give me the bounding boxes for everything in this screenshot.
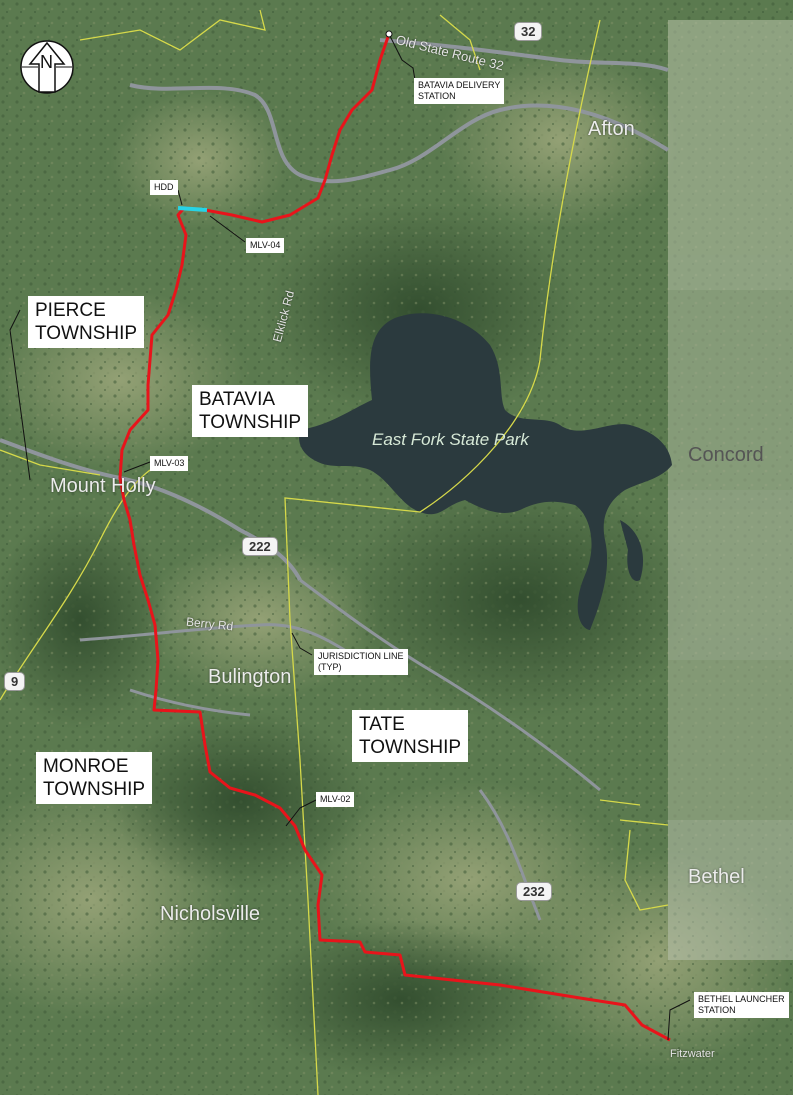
place-concord: Concord xyxy=(688,444,764,466)
place-bethel: Bethel xyxy=(688,866,745,888)
lake xyxy=(299,313,672,630)
township-pierce: PIERCE TOWNSHIP xyxy=(28,296,145,348)
township-tate-line1: TATE xyxy=(359,714,405,735)
lake-label: East Fork State Park xyxy=(372,430,529,449)
callout-jurisdiction-line1: JURISDICTION LINE xyxy=(318,651,404,661)
place-afton: Afton xyxy=(588,118,635,140)
north-arrow-icon xyxy=(20,40,74,94)
hdd-segment xyxy=(177,206,208,212)
township-batavia: BATAVIA TOWNSHIP xyxy=(192,385,309,437)
callout-jurisdiction-line2: (TYP) xyxy=(318,662,342,672)
callout-batavia-delivery-station: BATAVIA DELIVERY STATION xyxy=(414,78,505,104)
place-mount-holly: Mount Holly xyxy=(50,475,156,497)
callout-batavia-delivery-line2: STATION xyxy=(418,91,456,101)
shield-route-222: 222 xyxy=(242,537,278,556)
township-tate: TATE TOWNSHIP xyxy=(352,710,469,762)
place-nicholsville: Nicholsville xyxy=(160,903,261,925)
township-batavia-line1: BATAVIA xyxy=(199,389,276,410)
shield-route-9: 9 xyxy=(4,672,26,691)
north-arrow-letter: N xyxy=(40,52,53,72)
batavia-delivery-node xyxy=(385,30,393,38)
township-monroe-line1: MONROE xyxy=(43,756,129,777)
shield-route-232: 232 xyxy=(516,882,552,901)
leader-lines xyxy=(9,35,691,1041)
callout-jurisdiction-line: JURISDICTION LINE (TYP) xyxy=(314,649,408,675)
callout-mlv-03: MLV-03 xyxy=(150,456,189,471)
jurisdiction-lines xyxy=(0,9,669,1095)
callout-bethel-launcher-line2: STATION xyxy=(698,1005,736,1015)
township-tate-line2: TOWNSHIP xyxy=(359,737,462,758)
township-pierce-line2: TOWNSHIP xyxy=(35,323,138,344)
callout-bethel-launcher-station: BETHEL LAUNCHER STATION xyxy=(694,992,789,1018)
road-fitzwater: Fitzwater xyxy=(670,1048,715,1060)
township-monroe-line2: TOWNSHIP xyxy=(43,779,146,800)
shield-route-32: 32 xyxy=(514,22,543,41)
township-monroe: MONROE TOWNSHIP xyxy=(36,752,153,804)
callout-mlv-04: MLV-04 xyxy=(246,238,285,253)
lake-arm xyxy=(620,520,644,581)
pipeline-route xyxy=(118,33,671,1042)
callout-batavia-delivery-line1: BATAVIA DELIVERY xyxy=(418,80,501,90)
callout-mlv-02: MLV-02 xyxy=(316,792,355,807)
faded-right-tiles xyxy=(668,20,793,960)
callout-bethel-launcher-line1: BETHEL LAUNCHER xyxy=(698,994,785,1004)
place-bulington: Bulington xyxy=(208,666,292,688)
township-batavia-line2: TOWNSHIP xyxy=(199,412,302,433)
township-pierce-line1: PIERCE xyxy=(35,300,106,321)
callout-hdd: HDD xyxy=(150,180,178,195)
